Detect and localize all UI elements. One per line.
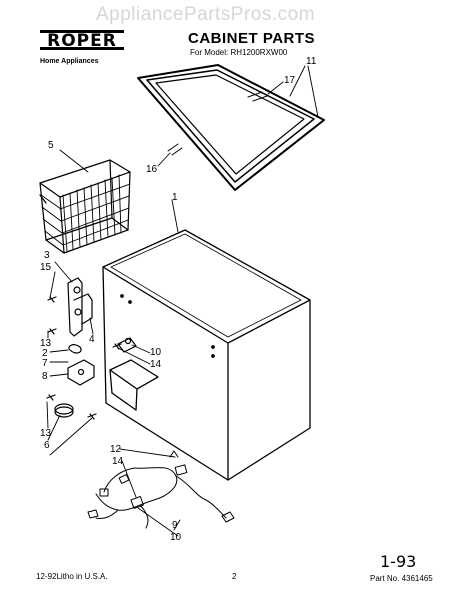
callout-13-lower: 13: [40, 428, 52, 439]
callout-leaders: [46, 65, 319, 537]
lid-gasket-frame: [137, 64, 325, 191]
callout-4: 4: [89, 334, 95, 345]
callout-3: 3: [44, 250, 50, 261]
callout-5: 5: [48, 140, 54, 151]
handwritten-date: 1-93: [380, 552, 417, 571]
callout-14-upper: 14: [150, 359, 162, 370]
watermark-text: AppliancePartsPros.com: [96, 4, 316, 25]
callout-10-lower: 10: [170, 532, 182, 543]
cabinet-box: [102, 229, 311, 481]
callout-9: 9: [172, 520, 178, 531]
callout-17: 17: [284, 75, 296, 86]
wiring-harness: [87, 450, 235, 529]
page-number: 2: [232, 572, 237, 581]
page-title: CABINET PARTS: [188, 30, 316, 47]
brand-logo: ROPER: [40, 30, 124, 51]
brand-name: ROPER: [47, 31, 117, 51]
callout-13-upper: 13: [40, 338, 52, 349]
callout-8: 8: [42, 371, 48, 382]
callout-2: 2: [42, 348, 48, 359]
callout-11: 11: [306, 56, 317, 67]
callout-7: 7: [42, 358, 48, 369]
wire-basket: [39, 159, 131, 254]
brand-tagline: Home Appliances: [40, 58, 99, 65]
part-number: Part No. 4361465: [370, 574, 433, 583]
callout-1: 1: [172, 192, 178, 203]
callout-10-upper: 10: [150, 347, 162, 358]
callout-14-lower: 14: [112, 456, 124, 467]
model-line: For Model: RH1200RXW00: [190, 48, 288, 57]
print-info: 12-92Litho in U.S.A.: [36, 572, 108, 581]
callout-12: 12: [110, 444, 122, 455]
hinge-assembly: [46, 277, 137, 420]
callout-16: 16: [146, 164, 158, 175]
callout-15: 15: [40, 262, 52, 273]
brand-logo-bars: [40, 30, 124, 50]
callout-6: 6: [44, 440, 50, 451]
